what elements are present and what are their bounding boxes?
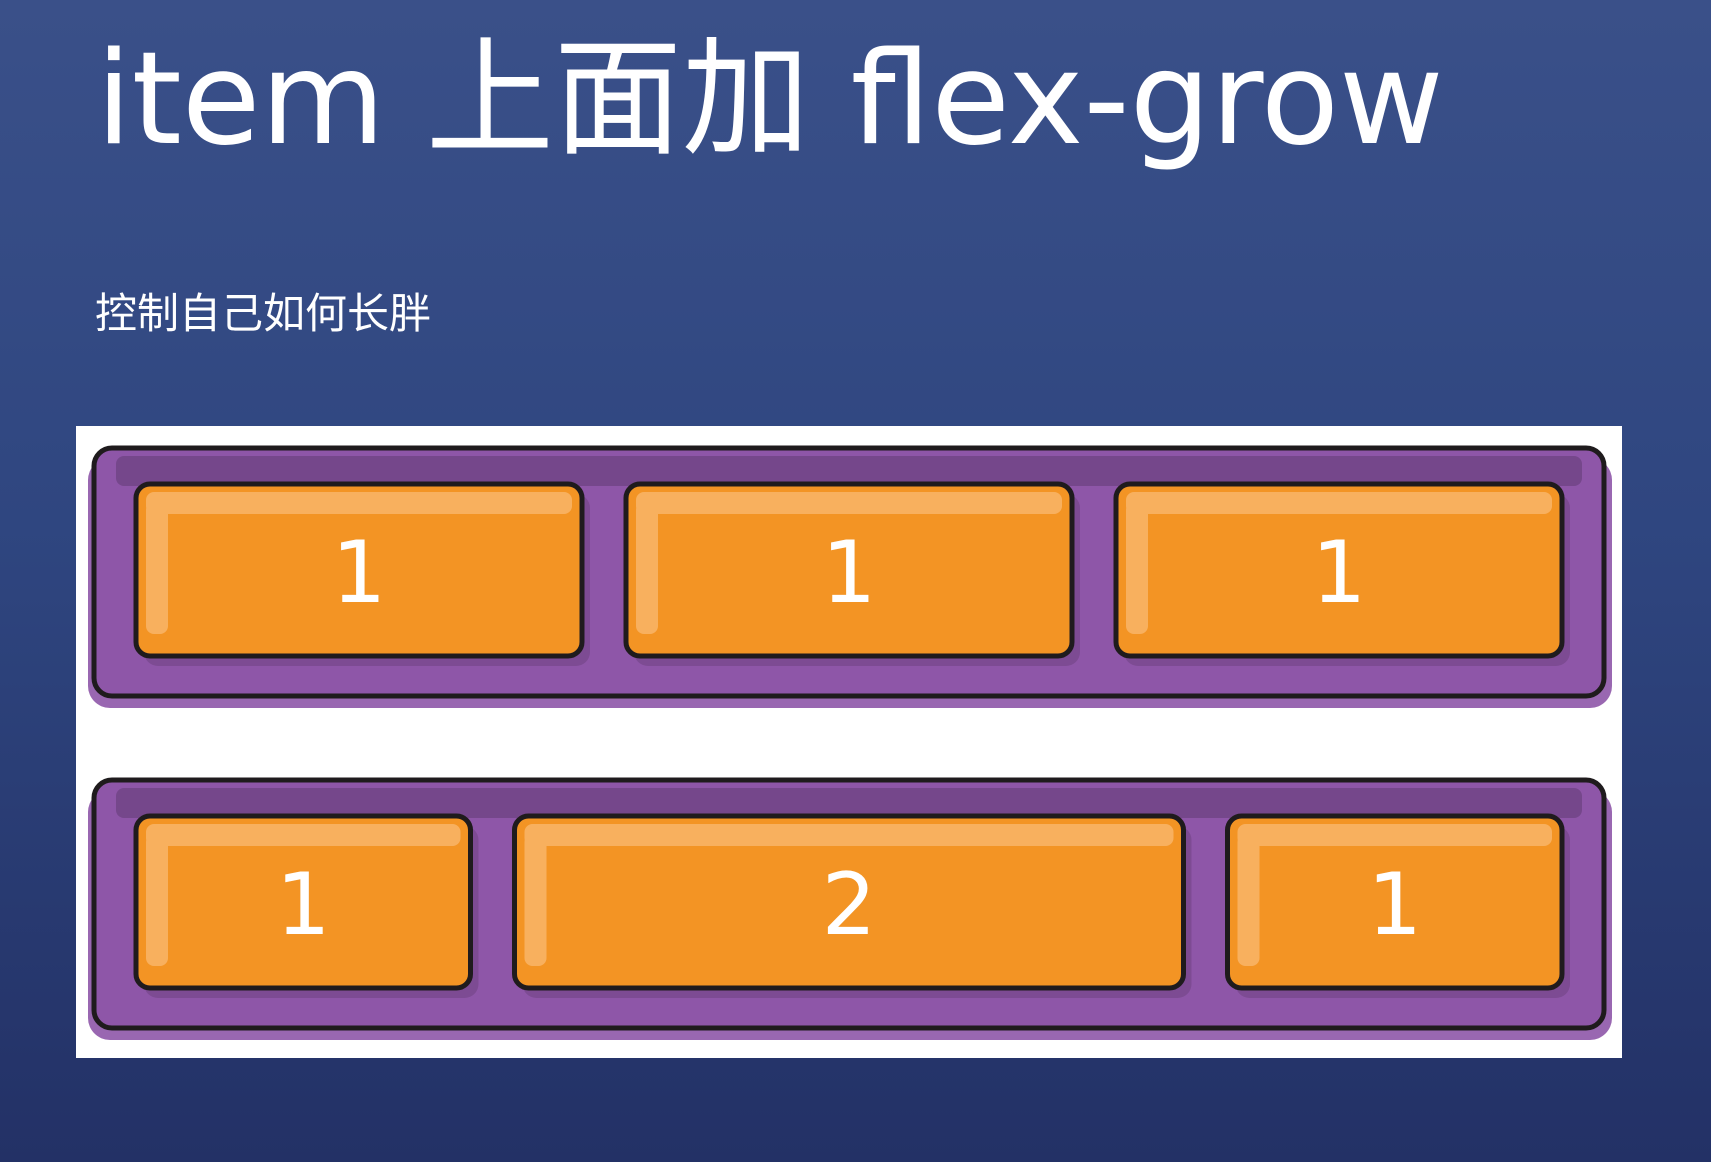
- item-highlight-top: [146, 492, 572, 514]
- flex-grow-diagram: 1 1 1 1 2 1: [76, 426, 1622, 1058]
- item-highlight-left: [1237, 834, 1260, 966]
- flex-grow-value-label: 1: [822, 523, 877, 623]
- flex-item-2-2: 2: [512, 813, 1192, 998]
- flex-item-box: [133, 813, 473, 991]
- item-highlight-left: [1126, 502, 1148, 634]
- slide-subtitle: 控制自己如何长胖: [95, 289, 432, 338]
- item-highlight-top: [146, 824, 461, 846]
- item-highlight-left: [146, 502, 168, 634]
- item-highlight-left: [146, 834, 168, 966]
- flex-item-box: [623, 481, 1075, 659]
- flex-grow-value-label: 1: [332, 523, 387, 623]
- flex-item-box: [1113, 481, 1565, 659]
- flex-item-1-2: 1: [623, 481, 1080, 666]
- flex-item-2-1: 1: [133, 813, 479, 998]
- item-highlight-left: [636, 502, 658, 634]
- item-highlight-top: [1237, 824, 1552, 846]
- item-highlight-top: [1126, 492, 1552, 514]
- item-highlight-left: [524, 834, 547, 966]
- item-highlight-top: [524, 824, 1174, 846]
- flex-container-row-2: 1 2 1: [88, 777, 1612, 1040]
- diagram-canvas: 1 1 1 1 2 1: [88, 445, 1612, 1040]
- container-shade: [116, 788, 1582, 818]
- flex-grow-value-label: 1: [276, 855, 331, 955]
- flex-item-box: [133, 481, 585, 659]
- flex-grow-value-label: 2: [822, 855, 877, 955]
- item-highlight-top: [636, 492, 1062, 514]
- flex-item-1-1: 1: [133, 481, 590, 666]
- flex-grow-value-label: 1: [1367, 855, 1422, 955]
- flex-grow-value-label: 1: [1312, 523, 1367, 623]
- flex-item-1-3: 1: [1113, 481, 1570, 666]
- flex-item-box: [1225, 813, 1565, 991]
- flex-container-row-1: 1 1 1: [88, 445, 1612, 708]
- container-shade: [116, 456, 1582, 486]
- flex-item-2-3: 1: [1225, 813, 1570, 998]
- slide-title: item 上面加 flex-grow: [96, 25, 1444, 174]
- flex-item-box: [512, 813, 1186, 991]
